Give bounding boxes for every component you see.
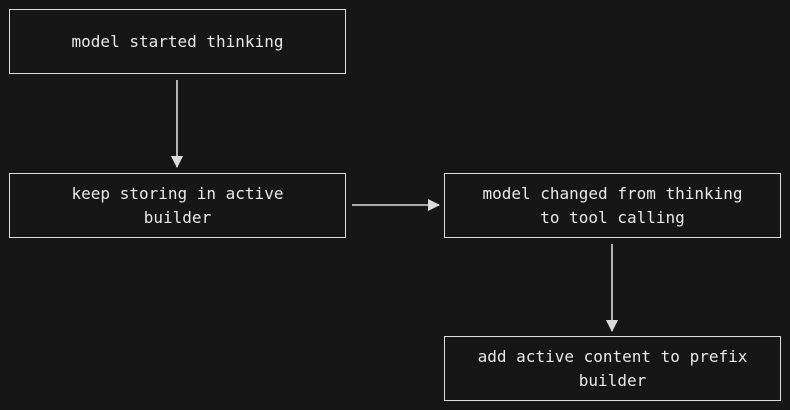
node-label: add active content to prefix builder [477,346,748,390]
node-model-changed-to-tool-calling: model changed from thinking to tool call… [444,173,781,238]
node-label: model changed from thinking to tool call… [482,183,743,227]
node-add-active-content-prefix-builder: add active content to prefix builder [444,336,781,401]
node-keep-storing-active-builder: keep storing in active builder [9,173,346,238]
node-label: keep storing in active builder [71,183,284,227]
node-model-started-thinking: model started thinking [9,9,346,74]
node-label: model started thinking [71,31,284,51]
